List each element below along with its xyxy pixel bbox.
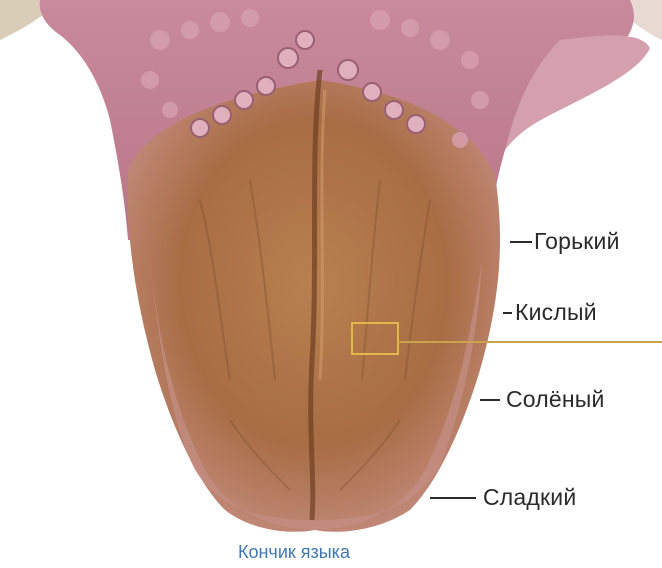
taste-label-bitter: Горький xyxy=(534,228,620,255)
taste-label-salty: Солёный xyxy=(506,386,605,413)
taste-label-sweet: Сладкий xyxy=(483,484,576,511)
taste-label-sour: Кислый xyxy=(515,299,597,326)
tongue-tip-caption: Кончик языка xyxy=(238,542,350,563)
